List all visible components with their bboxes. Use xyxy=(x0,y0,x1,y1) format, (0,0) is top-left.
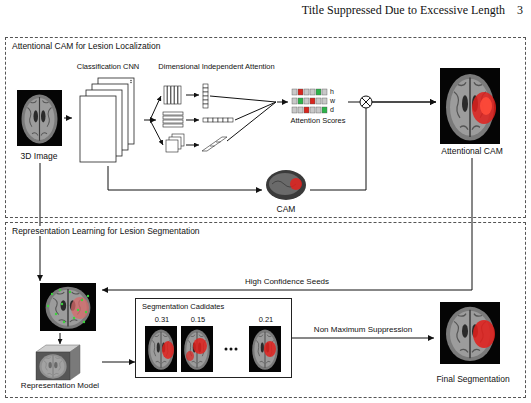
edge-label: Non Maximum Suppression xyxy=(312,325,414,335)
module-label: Representation Model xyxy=(21,381,99,391)
panel-heading: Representation Learning for Lesion Segme… xyxy=(10,226,202,236)
module-label: Dimensional Independent Attention xyxy=(158,62,274,71)
arrow-connector xyxy=(292,338,434,339)
score-number: 0.15 xyxy=(191,315,206,324)
arrow-connector xyxy=(310,102,436,190)
merge-wires xyxy=(210,96,276,141)
attention-module: Dimensional Independent Attention xyxy=(156,62,277,154)
cnn-block: Classification CNN xyxy=(72,62,144,166)
arrow-connector xyxy=(102,362,135,363)
arrow-connector xyxy=(277,102,288,103)
panel-heading: Attentional CAM for Lesion Localization xyxy=(10,41,162,51)
dimension-letter: w xyxy=(330,97,335,105)
panel-band: Attentional CAM for Lesion Localization 3… xyxy=(5,37,526,218)
image-caption: Final Segmentation xyxy=(436,374,509,384)
module-label: Classification CNN xyxy=(77,62,140,71)
image-caption: 3D Image xyxy=(21,151,58,161)
multiply-symbol xyxy=(360,96,372,108)
edge-label: High Confidence Seeds xyxy=(243,277,331,287)
arrow-connector xyxy=(108,166,262,190)
score-number: 0.21 xyxy=(259,315,274,324)
candidate-thumbnails xyxy=(145,326,281,372)
mri-image xyxy=(17,90,62,146)
panel-band: Representation Learning for Lesion Segme… xyxy=(5,222,526,398)
cam-image: CAM xyxy=(262,166,310,216)
image-caption: CAM xyxy=(277,204,296,214)
page-number: 3 xyxy=(517,3,523,17)
attention-vectors xyxy=(202,84,233,151)
image-node: 3D Image xyxy=(14,88,64,163)
running-title: Title Suppressed Due to Excessive Length xyxy=(302,3,505,17)
score-number: 0.31 xyxy=(155,315,170,324)
dimension-letter: h xyxy=(330,88,334,96)
seed-image xyxy=(40,283,96,331)
final-image xyxy=(440,302,500,364)
representation-cube xyxy=(36,345,80,380)
feature-stacks xyxy=(163,86,184,152)
box-heading: Segmentation Cadidates xyxy=(142,302,224,311)
pool-arrows xyxy=(186,95,199,145)
result-image: Final Segmentation xyxy=(434,300,512,388)
cnn-stack xyxy=(80,78,134,162)
inner-arrow xyxy=(60,333,61,344)
dimension-letter: d xyxy=(330,106,334,114)
cam-heatmap xyxy=(266,170,306,200)
module-label: Attention Scores xyxy=(290,116,345,125)
image-caption: Attentional CAM xyxy=(441,146,502,156)
score-cells xyxy=(292,89,327,113)
arrow-connector xyxy=(102,158,472,290)
candidates-box: Segmentation Cadidates 0.31 0.15 0.21 xyxy=(135,298,292,378)
arrow-connector xyxy=(64,118,72,119)
representation-model: Representation Model xyxy=(18,281,102,393)
attention-scores: hwdAttention Scores xyxy=(288,86,348,130)
cam-image: Attentional CAM xyxy=(436,66,508,158)
attentional-cam-image xyxy=(440,68,500,144)
fork-wires xyxy=(150,96,163,145)
